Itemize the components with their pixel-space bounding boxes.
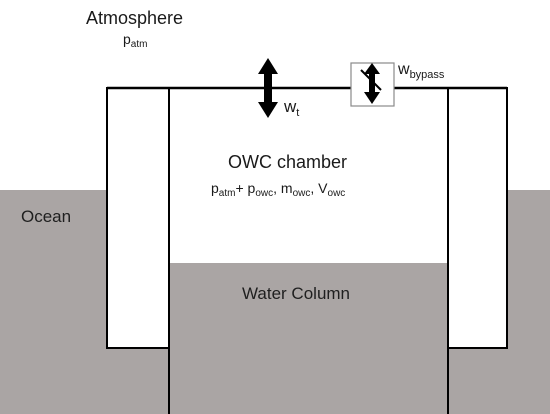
bypass-flow-label: wbypass xyxy=(397,61,445,81)
atmosphere-title: Atmosphere xyxy=(86,8,183,28)
turbine-flow-label: wt xyxy=(283,97,299,119)
left-wall xyxy=(106,87,170,349)
ocean-label: Ocean xyxy=(21,207,71,226)
bypass-valve-icon xyxy=(360,63,382,104)
chamber-title: OWC chamber xyxy=(228,152,347,172)
chamber-state-label: patm+ powc, mowc, Vowc xyxy=(211,180,345,199)
turbine-flow-arrow xyxy=(258,58,278,118)
atmosphere-pressure-label: patm xyxy=(123,31,147,50)
water-column-fill xyxy=(168,263,449,414)
water-column-label: Water Column xyxy=(242,284,350,303)
right-wall xyxy=(447,87,508,349)
